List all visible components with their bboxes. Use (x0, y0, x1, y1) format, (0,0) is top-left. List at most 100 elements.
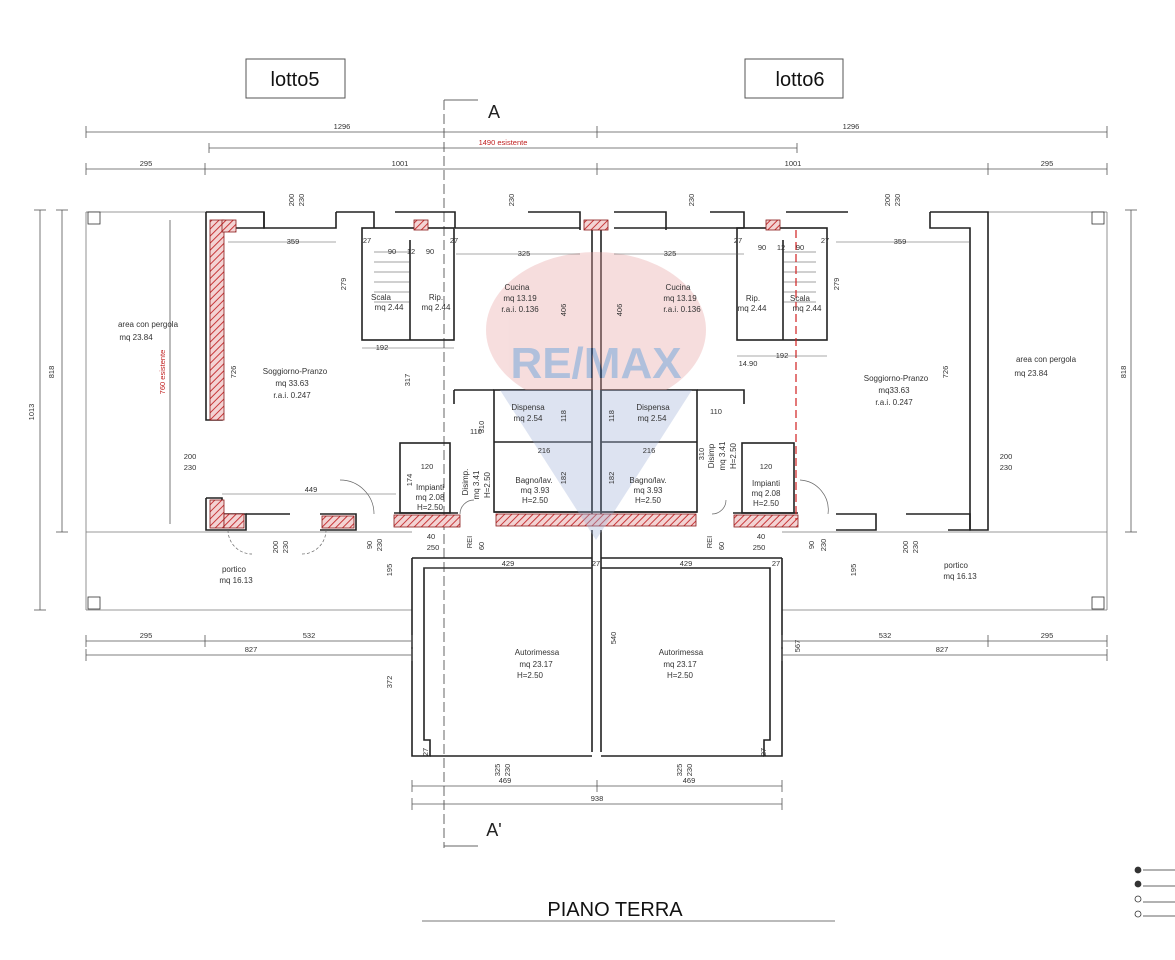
dimension-label: 429 (502, 559, 515, 568)
room-rip-left-area: mq 2.44 (422, 303, 451, 312)
dimension-label: 279 (832, 278, 841, 291)
open-dot-icon (1134, 895, 1142, 903)
legend (1134, 866, 1175, 918)
room-impianti-right-name: Impianti (752, 479, 780, 488)
dimension-label: 27 (821, 236, 829, 245)
room-rip-right-name: Rip. (746, 294, 760, 303)
dimension-label: 90 (426, 247, 434, 256)
dim-mid-right-1001: 1001 (785, 159, 802, 168)
dimension-label: 40 (757, 532, 765, 541)
dim-bottom-left-827: 827 (245, 645, 258, 654)
dimension-label: REI (465, 536, 474, 549)
door-swings (227, 479, 829, 555)
dimension-label: 192 (776, 351, 789, 360)
dim-top-half-left: 1296 (334, 122, 351, 131)
room-cucina-right-area: mq 13.19 (663, 294, 697, 303)
inner-dimensions: 359 325 325 359 192 192 14.90 449 120 12… (184, 194, 1013, 777)
room-soggiorno-right-rai: r.a.i. 0.247 (875, 398, 913, 407)
dimension-label: 192 (376, 343, 389, 352)
dimension-label: REI (705, 536, 714, 549)
dimension-label: 27 (421, 748, 430, 756)
watermark-text: RE/MAX (510, 339, 681, 388)
room-soggiorno-right-area: mq33.63 (878, 386, 910, 395)
dimension-label: 200 (1000, 452, 1013, 461)
dimension-label: 27 (772, 559, 780, 568)
dimension-label: 359 (287, 237, 300, 246)
dimension-label: 27 (363, 236, 371, 245)
dim-bottom-left-532: 532 (303, 631, 316, 640)
dim-existing-1490: 1490 esistente (479, 138, 528, 147)
dim-top-half-right: 1296 (843, 122, 860, 131)
dim-bottom-right-827: 827 (936, 645, 949, 654)
room-autorimessa-right-area: mq 23.17 (663, 660, 697, 669)
dimension-label: 40 (427, 532, 435, 541)
dimension-label: 27 (450, 236, 458, 245)
room-rip-right-area: mq 2.44 (738, 304, 767, 313)
lot-right-label: lotto6 (776, 69, 825, 91)
room-bagno-right-name: Bagno/lav. (629, 476, 666, 485)
dimension-label: 12 (777, 243, 785, 252)
dimension-label: 90 (758, 243, 766, 252)
room-autorimessa-left-area: mq 23.17 (519, 660, 553, 669)
room-scala-right-area: mq 2.44 (793, 304, 822, 313)
dimension-label: 230 (911, 541, 920, 554)
dimension-label: 200 (883, 194, 892, 207)
dimension-label: 310 (697, 448, 706, 461)
room-dispensa-right-name: Dispensa (636, 403, 670, 412)
dimension-label: 325 (675, 764, 684, 777)
dimension-label: 230 (687, 194, 696, 207)
room-pergola-right-area: mq 23.84 (1014, 369, 1048, 378)
filled-dot-icon (1134, 880, 1142, 888)
room-disimp-left-name: Disimp. (461, 469, 470, 496)
side-dimensions (34, 209, 1137, 611)
room-scala-left-name: Scala (371, 293, 392, 302)
dimension-label: 372 (385, 676, 394, 689)
dim-existing-760: 760 esistente (158, 350, 167, 395)
dimension-label: 230 (184, 463, 197, 472)
existing-walls-hatch (209, 219, 799, 529)
bottom-dimensions (85, 635, 1108, 810)
room-soggiorno-right-name: Soggiorno-Pranzo (864, 374, 929, 383)
room-portico-left-area: mq 16.13 (219, 576, 253, 585)
dimension-label: 359 (894, 237, 907, 246)
room-impianti-left-area: mq 2.08 (416, 493, 445, 502)
top-dimensions (85, 126, 1108, 175)
dimension-label: 27 (592, 559, 600, 568)
room-rip-left-name: Rip. (429, 293, 443, 302)
room-bagno-right-h: H=2.50 (635, 496, 662, 505)
watermark-logo: RE/MAX (486, 252, 706, 540)
dimension-label: 27 (734, 236, 742, 245)
dimension-label: 120 (760, 462, 773, 471)
dimension-label: 250 (753, 543, 766, 552)
room-cucina-left-area: mq 13.19 (503, 294, 537, 303)
dimension-label: 406 (615, 304, 624, 317)
room-soggiorno-left-name: Soggiorno-Pranzo (263, 367, 328, 376)
section-top-label: A (488, 102, 500, 122)
dimension-label: 317 (403, 374, 412, 387)
dim-left-818: 818 (47, 366, 56, 379)
room-bagno-right-area: mq 3.93 (634, 486, 663, 495)
room-autorimessa-right-h: H=2.50 (667, 671, 694, 680)
dimension-label: 325 (493, 764, 502, 777)
dimension-label: 540 (609, 632, 618, 645)
lot-right-box (744, 58, 844, 99)
room-cucina-right-rai: r.a.i. 0.136 (663, 305, 701, 314)
room-soggiorno-left-area: mq 33.63 (275, 379, 309, 388)
dim-bottom-right-532: 532 (879, 631, 892, 640)
dimension-label: 60 (717, 542, 726, 550)
dimension-label: 27 (759, 748, 768, 756)
dimension-label: 90 (388, 247, 396, 256)
section-bottom-label: A' (486, 820, 501, 840)
dimension-label: 14.90 (739, 359, 758, 368)
dimension-label: 230 (1000, 463, 1013, 472)
dim-total-1013: 1013 (27, 404, 36, 421)
dimension-label: 230 (507, 194, 516, 207)
room-portico-right-area: mq 16.13 (943, 572, 977, 581)
dimension-label: 195 (385, 564, 394, 577)
room-portico-right-name: portico (944, 561, 969, 570)
dimension-label: 118 (559, 410, 568, 422)
room-disimp-left-h: H=2.50 (483, 471, 492, 498)
dimension-label: 279 (339, 278, 348, 291)
dimension-label: 325 (664, 249, 677, 258)
dimension-label: 429 (680, 559, 693, 568)
